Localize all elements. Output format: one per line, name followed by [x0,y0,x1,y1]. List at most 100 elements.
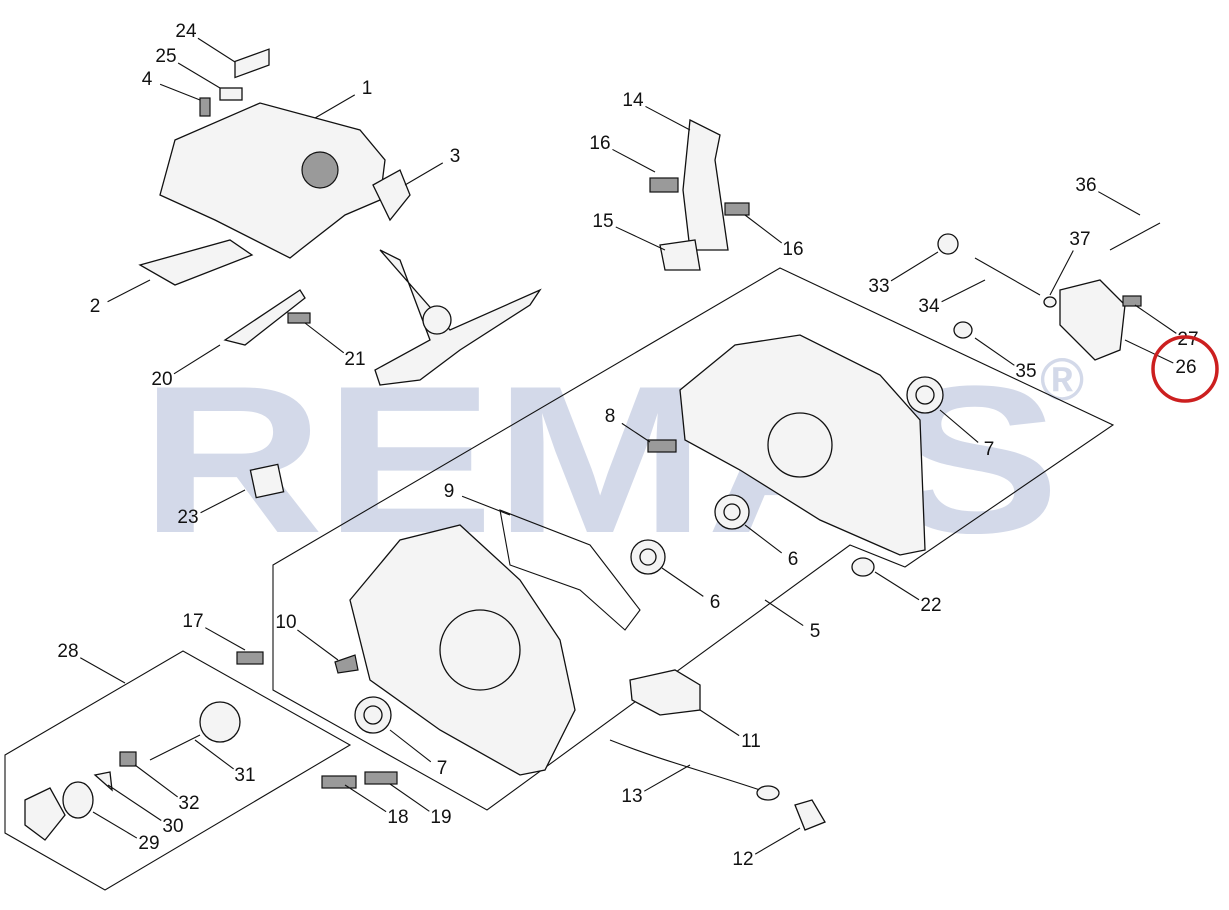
screw-32 [119,751,137,767]
leader-line-7 [939,409,979,443]
leader-line-30 [107,784,162,821]
leader-line-12 [754,827,801,855]
bearing-seat-left [439,609,521,691]
callout-26[interactable]: 26 [1175,357,1196,378]
spring-35 [953,321,973,339]
cap-29 [24,787,66,841]
callout-21[interactable]: 21 [344,349,365,370]
clip-30 [93,771,113,792]
oring-29a [62,781,94,819]
leader-line-18 [344,784,387,813]
grommet-3 [372,169,411,222]
callout-18[interactable]: 18 [387,807,408,828]
leader-line-35 [974,337,1015,366]
callout-22[interactable]: 22 [920,595,941,616]
cable-eye [756,785,780,801]
callout-32[interactable]: 32 [178,793,199,814]
callout-14[interactable]: 14 [622,90,644,111]
callout-36[interactable]: 36 [1075,175,1096,196]
plug-10 [334,654,359,674]
parts [24,48,1161,841]
screw-21 [287,312,311,324]
leader-line-10 [297,629,339,661]
conrod-eye [422,305,452,335]
screw-27 [1122,295,1142,307]
callout-10[interactable]: 10 [275,612,296,633]
leader-line-6 [661,567,704,597]
callout-27[interactable]: 27 [1177,329,1198,350]
oil-pump-26 [1059,279,1126,361]
top-cover [159,102,386,259]
callout-15[interactable]: 15 [592,211,613,232]
oil-tank-group-outline [4,650,352,891]
screw-8 [647,439,677,453]
callout-8[interactable]: 8 [605,406,616,427]
callout-6[interactable]: 6 [710,592,721,613]
leader-line-5 [764,599,804,626]
callout-37[interactable]: 37 [1069,229,1090,250]
callout-31[interactable]: 31 [234,765,255,786]
leader-line-3 [404,162,444,186]
callout-3[interactable]: 3 [450,146,461,167]
callout-12[interactable]: 12 [732,849,753,870]
plug-22 [851,557,875,577]
leader-line-36 [1098,191,1141,216]
svg-text:®: ® [1040,346,1084,413]
callout-25[interactable]: 25 [155,46,176,67]
callout-11[interactable]: 11 [741,731,761,752]
highlight-circle [1151,335,1219,403]
crankcase-group-outline [272,267,1115,811]
callout-20[interactable]: 20 [151,369,172,390]
leader-line-25 [177,62,221,89]
callout-29[interactable]: 29 [138,833,159,854]
callout-13[interactable]: 13 [621,786,642,807]
leader-line-37 [1049,250,1074,296]
leader-line-22 [874,571,920,601]
leader-line-2 [107,279,151,303]
callout-24[interactable]: 24 [175,21,197,42]
pin-36 [1109,222,1161,251]
decal-24 [234,48,270,79]
leader-line-32 [134,764,178,798]
screw-16b [724,202,750,216]
callout-2[interactable]: 2 [90,296,101,317]
leader-line-23 [200,489,246,514]
callout-4[interactable]: 4 [142,69,153,90]
callout-7[interactable]: 7 [437,758,448,779]
leader-lines [80,37,1177,855]
switch-12 [794,799,826,831]
callout-16[interactable]: 16 [782,239,803,260]
callout-35[interactable]: 35 [1015,361,1036,382]
screw-18 [321,775,357,789]
callout-6[interactable]: 6 [788,549,799,570]
callout-17[interactable]: 17 [182,611,203,632]
callout-19[interactable]: 19 [430,807,451,828]
spike-plate-15 [659,239,701,271]
callout-7[interactable]: 7 [984,439,995,460]
leader-line-1 [314,94,356,119]
callout-30[interactable]: 30 [162,816,183,837]
callout-34[interactable]: 34 [918,296,940,317]
leader-line-16 [612,148,656,173]
callout-23[interactable]: 23 [177,507,198,528]
leader-line-27 [1134,304,1177,334]
leader-line-29 [92,811,138,839]
callout-33[interactable]: 33 [868,276,889,297]
leader-line-4 [159,83,201,101]
callout-16[interactable]: 16 [589,133,610,154]
decal-2 [138,239,254,286]
callout-5[interactable]: 5 [810,621,821,642]
leader-line-24 [197,37,236,63]
callout-9[interactable]: 9 [444,481,455,502]
callout-1[interactable]: 1 [362,78,373,99]
oring-37 [1043,296,1057,308]
leader-line-14 [645,105,691,131]
leader-line-7 [389,729,432,763]
leader-line-13 [643,764,691,792]
leader-line-34 [941,279,986,303]
callout-28[interactable]: 28 [57,641,78,662]
cover-opening [301,151,339,189]
leader-line-33 [890,251,939,282]
leader-line-6 [744,524,783,554]
